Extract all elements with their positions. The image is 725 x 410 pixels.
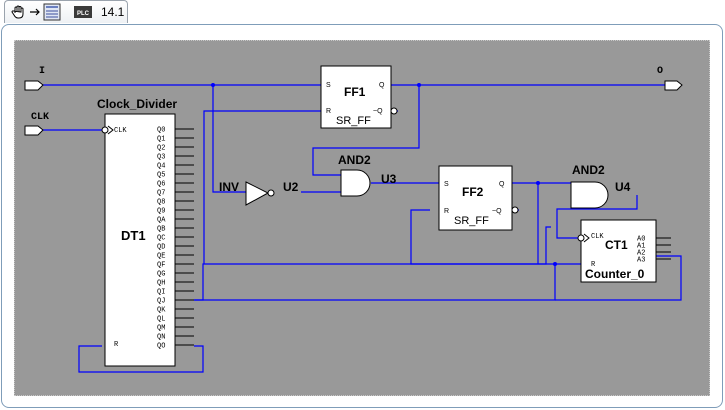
dt1-output-pin-label: Q2 — [157, 145, 165, 153]
ct1-pin-clk: CLK — [591, 233, 604, 241]
ct1-output-pin-label: A0 — [637, 236, 645, 244]
ff2-name: FF2 — [462, 185, 484, 199]
dt1-output-pin-label: QE — [157, 253, 165, 261]
ff1-name: FF1 — [344, 85, 366, 99]
wires — [43, 84, 682, 373]
dt1-output-pin-label: QJ — [157, 298, 165, 306]
ff2-pin-q: Q — [499, 181, 505, 188]
dt1-output-pin-label: QL — [157, 316, 165, 324]
ct1-name: CT1 — [605, 238, 628, 252]
ff1-pin-r: R — [326, 108, 331, 115]
u3-name: U3 — [381, 172, 397, 186]
tab-14-1[interactable]: PLC 14.1 — [4, 0, 128, 23]
ff2-pin-r: R — [444, 208, 449, 215]
dt1-output-pin-label: QF — [157, 262, 165, 270]
ff1-pin-q: Q — [379, 82, 385, 89]
dt1-pin-clk: CLK — [114, 127, 127, 135]
ct1-type: Counter_0 — [585, 267, 645, 281]
input-clk-label: CLK — [31, 112, 49, 123]
ff1-pin-s: S — [326, 82, 331, 89]
dt1-output-pin-label: QI — [157, 289, 165, 297]
u3-type: AND2 — [338, 153, 371, 167]
dt1-output-pin-label: QD — [157, 244, 165, 252]
inverter-u2[interactable]: INV U2 — [219, 180, 299, 206]
and-gate-u3[interactable]: AND2 U3 — [338, 153, 397, 197]
dt1-output-pin-label: QB — [157, 226, 165, 234]
dt1-output-pins: Q0Q1Q2Q3Q4Q5Q6Q7Q8Q9QAQBQCQDQEQFQGQHQIQJ… — [157, 127, 194, 351]
u2-name: U2 — [283, 180, 299, 194]
ct1-pin-r: R — [591, 261, 596, 269]
arrow-icon — [30, 8, 40, 16]
dt1-output-pin-label: Q9 — [157, 208, 165, 216]
ff1-type: SR_FF — [336, 115, 371, 127]
output-o-label: O — [657, 66, 663, 77]
dt1-output-pin-label: Q5 — [157, 172, 165, 180]
dt1-output-pin-label: Q6 — [157, 181, 165, 189]
ff1-pin-nq: ~Q — [373, 108, 383, 115]
dt1-name: DT1 — [121, 228, 146, 243]
dt1-output-pin-label: Q0 — [157, 127, 165, 135]
tab-bar: PLC 14.1 — [0, 0, 725, 24]
u4-name: U4 — [615, 180, 631, 194]
dt1-output-pin-label: Q1 — [157, 136, 165, 144]
dt1-output-pin-label: Q3 — [157, 154, 165, 162]
schematic-canvas[interactable]: I CLK O FF1 SR_FF S R Q ~Q FF2 SR_FF S R… — [14, 40, 710, 396]
dt1-output-pin-label: Q7 — [157, 190, 165, 198]
schematic-icon[interactable] — [43, 3, 61, 21]
dt1-output-pin-label: QO — [157, 343, 165, 351]
clock-divider-dt1[interactable]: Clock_Divider CLK R DT1 Q0Q1Q2Q3Q4Q5Q6Q7… — [97, 97, 194, 367]
dt1-title: Clock_Divider — [97, 97, 177, 111]
ct1-output-pin-label: A2 — [637, 250, 645, 258]
ct1-output-pin-label: A3 — [637, 257, 645, 265]
and-gate-u4[interactable]: AND2 U4 — [570, 163, 631, 209]
u4-type: AND2 — [572, 163, 605, 177]
dt1-pin-r: R — [114, 341, 119, 349]
dt1-output-pin-label: QH — [157, 280, 165, 288]
dt1-output-pin-label: Q4 — [157, 163, 165, 171]
ct1-output-pin-label: A1 — [637, 243, 645, 251]
plc-icon[interactable]: PLC — [73, 4, 93, 20]
dt1-output-pin-label: QC — [157, 235, 165, 243]
ff2-type: SR_FF — [454, 215, 489, 227]
dt1-output-pin-label: QG — [157, 271, 165, 279]
ff2-pin-nq: ~Q — [492, 208, 502, 215]
dt1-output-pin-label: QA — [157, 217, 166, 225]
output-o[interactable]: O — [657, 66, 683, 91]
dt1-output-pin-label: QK — [157, 307, 166, 315]
dt1-output-pin-label: QM — [157, 325, 165, 333]
dt1-output-pin-label: Q8 — [157, 199, 165, 207]
dt1-output-pin-label: QN — [157, 334, 165, 342]
svg-text:PLC: PLC — [77, 11, 90, 17]
input-clk[interactable]: CLK — [24, 112, 49, 136]
ff2-pin-s: S — [444, 181, 449, 188]
u2-type: INV — [219, 180, 239, 194]
input-i-label: I — [39, 66, 45, 77]
schematic-diagram[interactable]: I CLK O FF1 SR_FF S R Q ~Q FF2 SR_FF S R… — [15, 41, 711, 397]
ff2[interactable]: FF2 SR_FF S R Q ~Q — [438, 165, 519, 231]
hand-icon[interactable] — [11, 4, 27, 20]
input-i[interactable]: I — [24, 66, 45, 91]
tab-label: 14.1 — [101, 5, 125, 19]
ff1[interactable]: FF1 SR_FF S R Q ~Q — [320, 65, 398, 129]
junctions — [211, 83, 557, 266]
